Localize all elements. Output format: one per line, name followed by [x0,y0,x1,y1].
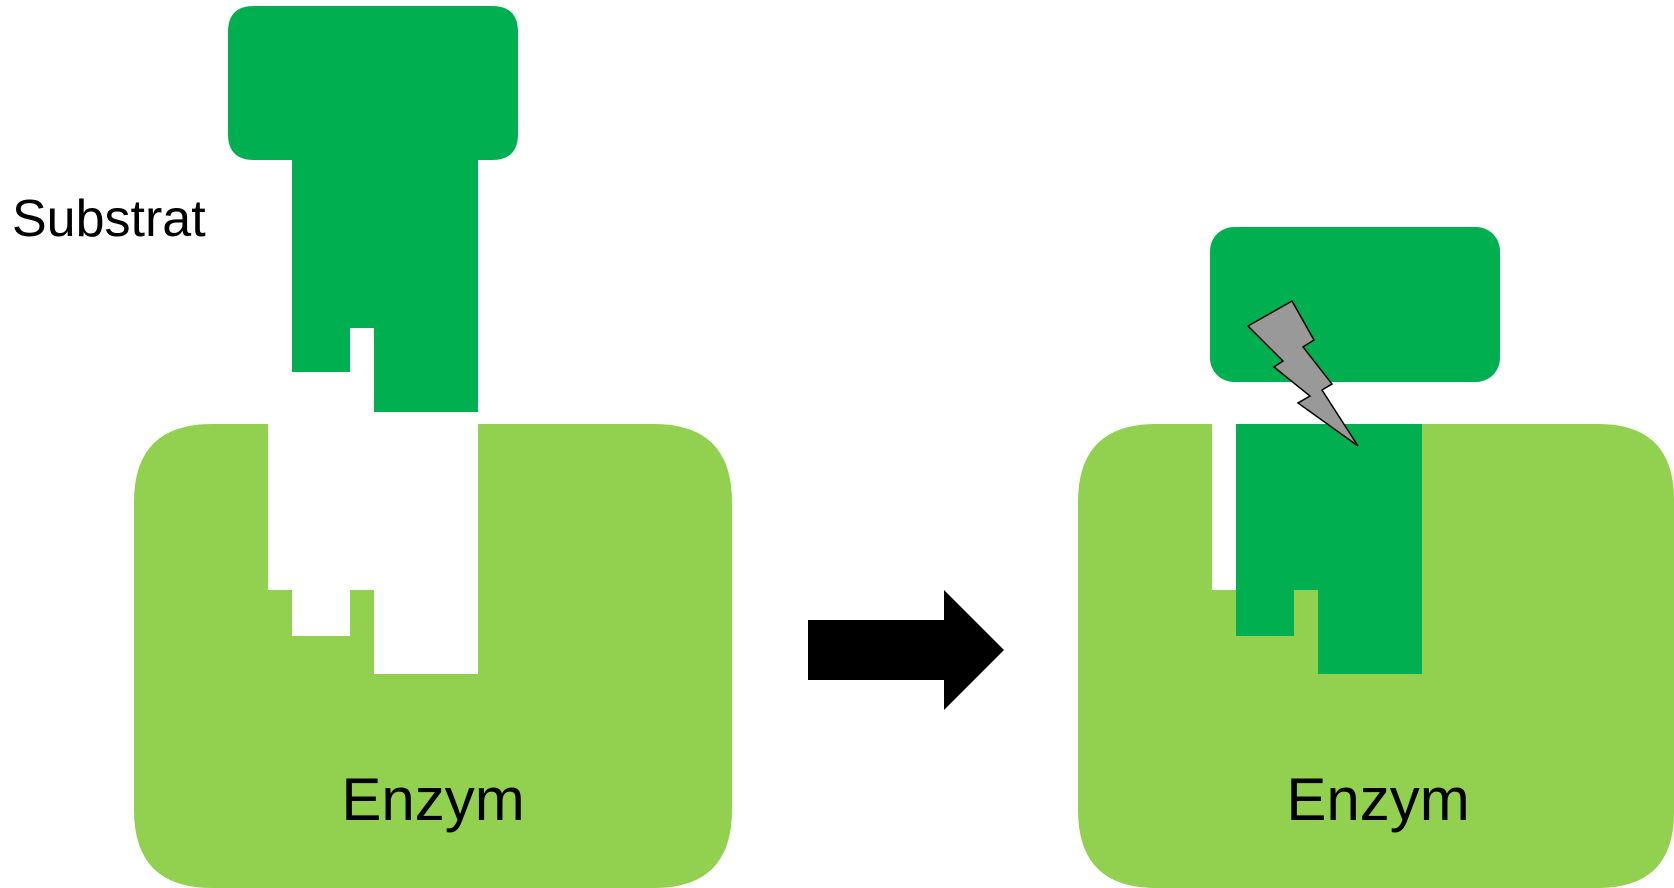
right-arrow-icon [808,590,1004,710]
substrate-label: Substrat [12,190,206,248]
substrate-bound-stem [1236,424,1422,674]
substrate-cleaved-head [1210,227,1500,382]
lightning-icon [1246,299,1359,447]
left-panel: Substrat Enzym [12,6,732,888]
enzyme-left [134,424,732,888]
enzyme-right-label: Enzym [1286,766,1469,833]
right-panel: Enzym [1078,227,1674,888]
enzyme-left-label: Enzym [341,766,524,833]
substrate-free [228,6,518,412]
